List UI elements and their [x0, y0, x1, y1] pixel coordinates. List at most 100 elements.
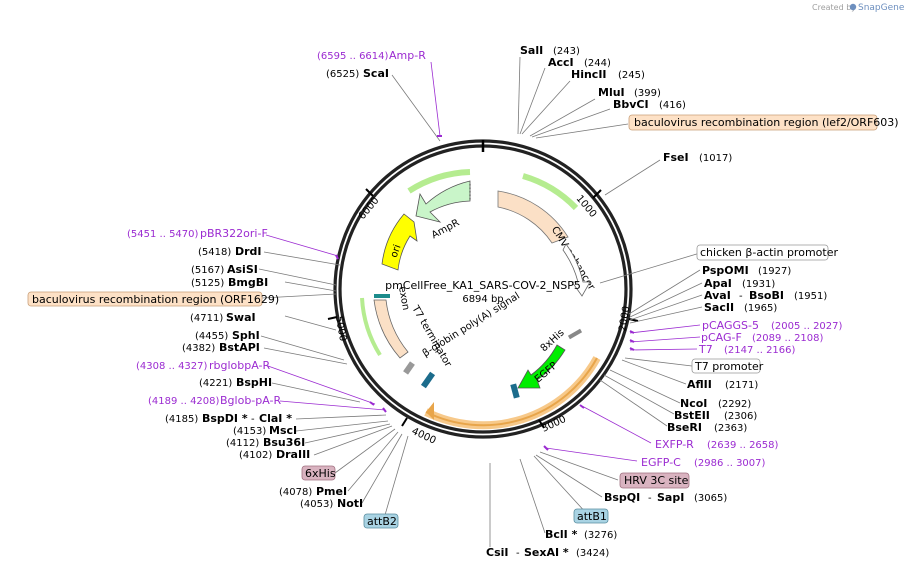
enzyme-ncoi[interactable]: NcoI	[680, 397, 707, 410]
enzyme-aflii[interactable]: AflII	[687, 378, 712, 391]
enzyme-sacii-pos: (1965)	[744, 303, 777, 314]
enzyme-fsei-pos: (1017)	[699, 153, 732, 164]
enzyme-swai-pos: (4711)	[190, 313, 223, 324]
bac-orf1629-box[interactable]	[27, 291, 263, 307]
enzyme-bseri[interactable]: BseRI	[667, 421, 702, 434]
enzyme-drdi-pos: (5418)	[198, 247, 231, 258]
enzyme-acci[interactable]: AccI	[548, 56, 574, 69]
enzyme-csii[interactable]: CsiI	[486, 546, 508, 559]
enzyme-bsteii[interactable]: BstEII	[674, 409, 710, 422]
created-by-text: Created by	[812, 3, 856, 12]
primer-pcagf[interactable]: pCAG-F	[701, 331, 742, 344]
enzyme-bbvci[interactable]: BbvCI	[613, 98, 649, 111]
enzyme-hincii[interactable]: HincII	[571, 68, 607, 81]
attb1-box[interactable]	[573, 508, 609, 524]
enzyme-sali[interactable]: SalI	[520, 44, 543, 57]
enzyme-pspomi-pos: (1927)	[758, 266, 791, 277]
enzyme-bsphi[interactable]: BspHI	[236, 376, 272, 389]
enzyme-sapi[interactable]: SapI	[657, 491, 684, 504]
ampr-feature[interactable]	[415, 180, 471, 223]
enzyme-bspqi[interactable]: BspQI	[604, 491, 640, 504]
tick-5000-label: 5000	[333, 315, 348, 342]
attb1-label: attB1	[577, 510, 607, 523]
left-enzymes: (6595 .. 6614) Amp-R (6525) ScaI (5451 .…	[27, 49, 441, 529]
enzyme-bcli[interactable]: BclI *	[545, 528, 578, 541]
enzyme-sphi[interactable]: SphI	[232, 329, 260, 342]
enzyme-bmgbi[interactable]: BmgBI	[228, 276, 268, 289]
enzyme-pmei-pos: (4078)	[279, 487, 312, 498]
enzyme-csii-pos: (3424)	[576, 548, 609, 559]
enzyme-clai[interactable]: ClaI *	[259, 412, 292, 425]
enzyme-acci-pos: (244)	[584, 58, 611, 69]
primer-pcagf-range: (2089 .. 2108)	[752, 333, 824, 344]
hrv3c-box[interactable]	[619, 472, 690, 489]
enzyme-scai[interactable]: ScaI	[363, 67, 389, 80]
primer-egfpc[interactable]: EGFP-C	[641, 456, 681, 469]
bglobin-feature[interactable]	[373, 299, 409, 359]
enzyme-bmgbi-pos: (5125)	[191, 278, 224, 289]
his6-box[interactable]	[301, 465, 336, 481]
enzyme-hincii-pos: (245)	[618, 70, 645, 81]
enzyme-bspdi-sep: -	[251, 414, 255, 425]
right-enzymes: chicken β-actin promoter PspOMI (1927) A…	[486, 244, 843, 559]
chicken-actin-box[interactable]	[696, 244, 829, 261]
enzyme-bsteii-pos: (2306)	[724, 411, 757, 422]
enzyme-bseri-pos: (2363)	[714, 423, 747, 434]
enzyme-bstapi-pos: (4382)	[182, 343, 215, 354]
plasmid-name: pmCellFree_KA1_SARS-COV-2_NSP5	[385, 279, 581, 292]
bac-orf1629-label: baculovirus recombination region (ORF162…	[32, 293, 279, 306]
enzyme-noti[interactable]: NotI	[337, 497, 363, 510]
enzyme-bsobi[interactable]: BsoBI	[749, 289, 784, 302]
hrv3c-marker	[510, 383, 520, 399]
enzyme-drdi[interactable]: DrdI	[235, 245, 262, 258]
chicken-actin-label: chicken β-actin promoter	[700, 246, 838, 259]
primer-bglobpa-range: (4189 .. 4208)	[148, 396, 220, 407]
enzyme-bspdi[interactable]: BspDI *	[202, 412, 248, 425]
t7-promoter-box[interactable]	[691, 358, 761, 374]
enzyme-sexai[interactable]: SexAI *	[524, 546, 569, 559]
nsp5-feature[interactable]	[425, 357, 598, 427]
enzyme-sacii[interactable]: SacII	[704, 301, 734, 314]
attb2-label: attB2	[367, 515, 397, 528]
enzyme-swai[interactable]: SwaI	[226, 311, 256, 324]
enzyme-avai-pos: (1951)	[794, 291, 827, 302]
primer-bglobpa[interactable]: Bglob-pA-R	[220, 394, 282, 407]
enzyme-msci[interactable]: MscI	[269, 424, 297, 437]
enzyme-bstapi[interactable]: BstAPI	[219, 341, 260, 354]
enzyme-noti-pos: (4053)	[300, 499, 333, 510]
primer-rbglobpa[interactable]: rbglobpA-R	[209, 359, 270, 372]
cmv-enhancer-feature[interactable]	[497, 190, 569, 244]
enzyme-bspdi-pos: (4185)	[165, 414, 198, 425]
enzyme-bcli-pos: (3276)	[584, 530, 617, 541]
enzyme-avai-sep: -	[739, 291, 743, 302]
attb2-box[interactable]	[363, 513, 399, 529]
enzyme-avai[interactable]: AvaI	[704, 289, 731, 302]
primer-pcaggs5[interactable]: pCAGGS-5	[702, 319, 759, 332]
primer-ampr[interactable]: Amp-R	[389, 49, 426, 62]
t7-terminator-marker	[420, 371, 436, 389]
ori-feature[interactable]	[381, 213, 418, 271]
bac-lef2-box[interactable]	[628, 114, 878, 131]
primer-egfpr[interactable]: EXFP-R	[655, 438, 694, 451]
enzyme-draiii[interactable]: DraIII	[276, 448, 310, 461]
hrv3c-label: HRV 3C site	[624, 474, 689, 487]
enzyme-fsei[interactable]: FseI	[663, 151, 689, 164]
primer-ampr-range: (6595 .. 6614)	[317, 51, 389, 62]
snapgene-brand-text: SnapGene	[858, 3, 905, 13]
enzyme-bsu36i[interactable]: Bsu36I	[263, 436, 305, 449]
enzyme-bsu36i-pos: (4112)	[226, 438, 259, 449]
enzyme-apai[interactable]: ApaI	[704, 277, 732, 290]
enzyme-sphi-pos: (4455)	[195, 331, 228, 342]
enzyme-pspomi[interactable]: PspOMI	[702, 264, 749, 277]
enzyme-mlui[interactable]: MluI	[598, 86, 625, 99]
chicken-actin-feature[interactable]	[562, 243, 591, 297]
enzyme-bbvci-pos: (416)	[659, 100, 686, 111]
enzyme-asisi[interactable]: AsiSI	[227, 263, 258, 276]
enzyme-scai-pos: (6525)	[326, 69, 359, 80]
enzyme-pmei[interactable]: PmeI	[316, 485, 347, 498]
primer-t7[interactable]: T7	[698, 343, 713, 356]
his8-marker	[567, 328, 583, 340]
egfp-feature[interactable]	[517, 344, 566, 389]
primer-pbr322[interactable]: pBR322ori-F	[200, 227, 268, 240]
